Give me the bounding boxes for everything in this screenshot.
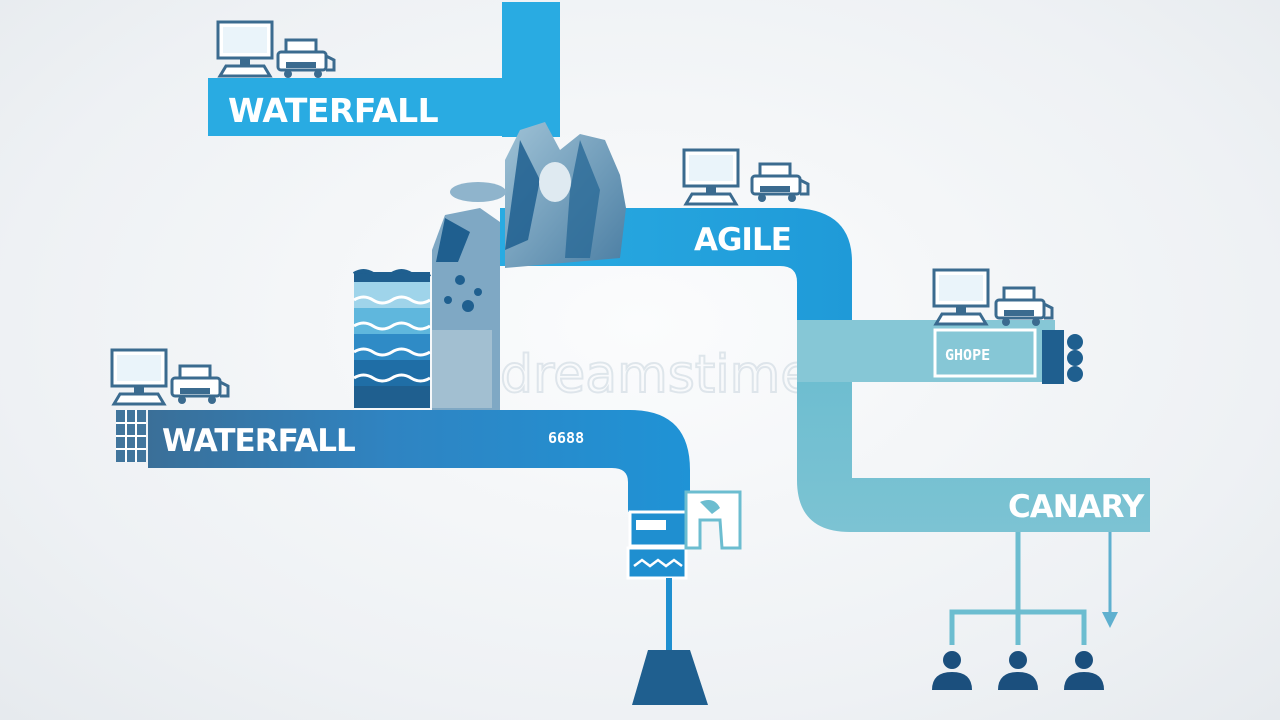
computer-icon xyxy=(682,148,740,206)
grid-icon xyxy=(116,410,146,462)
agile-label: AGILE xyxy=(694,222,791,258)
waterfall-top-band: WATERFALL xyxy=(208,2,560,137)
printer-icon xyxy=(170,364,230,406)
person-icon xyxy=(998,651,1038,690)
person-icon xyxy=(932,651,972,690)
drill-bit-icon xyxy=(1042,330,1083,384)
printer-icon xyxy=(276,38,336,80)
computer-icon xyxy=(110,348,168,406)
canary-label: CANARY xyxy=(1008,489,1145,525)
waterfall-bottom-pipe: WATERFALL 6688 xyxy=(148,410,690,512)
waterfall-top-label: WATERFALL xyxy=(228,91,439,130)
computer-icon xyxy=(932,268,990,326)
watermark-text: dreamstime xyxy=(500,345,812,405)
distribution-tree xyxy=(949,532,1118,645)
cliff-rocks xyxy=(432,122,626,410)
person-icon xyxy=(1064,651,1104,690)
bottom-pipe-chip: 6688 xyxy=(548,429,584,447)
right-panel: GHOPE xyxy=(933,328,1037,378)
printer-icon xyxy=(750,162,810,204)
right-panel-chip: GHOPE xyxy=(945,346,990,364)
waves-block xyxy=(352,269,432,408)
waterfall-bottom-label: WATERFALL xyxy=(162,423,355,459)
outlet-stack xyxy=(626,490,742,705)
computer-icon xyxy=(216,20,274,78)
